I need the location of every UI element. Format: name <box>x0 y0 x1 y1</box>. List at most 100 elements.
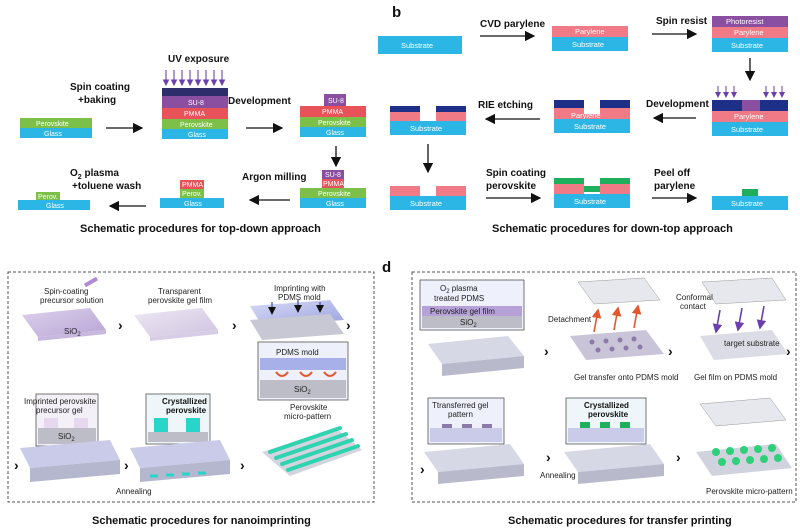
layer-label: Substrate <box>410 124 442 133</box>
layer-label: Glass <box>188 132 206 139</box>
micro-stripes <box>268 426 360 472</box>
step-label: Peel off <box>654 168 691 179</box>
label: SiO2 <box>460 318 477 329</box>
detach-arrows <box>591 304 642 333</box>
pdms-mold-top <box>577 277 661 305</box>
stack-a4: SU-8 PMMA Perovskite Glass <box>300 170 366 208</box>
step-label: Development <box>646 99 709 110</box>
label: Transparent <box>158 287 202 296</box>
step-label: Argon milling <box>242 172 306 183</box>
label: Ttransferred gel <box>432 401 489 410</box>
step-label: +toluene wash <box>72 181 141 192</box>
label: Gel film on PDMS mold <box>694 373 777 382</box>
caption: Schematic procedures for transfer printi… <box>508 515 732 527</box>
chevron-right-icon: › <box>124 457 129 473</box>
label: Conformal <box>676 293 713 302</box>
layer-label: PMMA <box>322 109 343 116</box>
layer-label: PMMA <box>323 181 344 188</box>
step-label: CVD parylene <box>480 19 545 30</box>
label: Detachment <box>548 315 592 324</box>
stack-a3: SU-8 PMMA Perovskite Glass <box>300 94 366 137</box>
chevron-right-icon: › <box>346 317 351 333</box>
layer-label: Glass <box>44 131 62 138</box>
chevron-right-icon: › <box>668 343 673 359</box>
cryst-dashes <box>150 471 206 478</box>
uv-arrows <box>715 86 785 98</box>
layer-label: SU-8 <box>188 100 204 107</box>
layer-label: Perovskite <box>318 191 351 198</box>
hex-pattern <box>712 444 782 466</box>
layer-label: Glass <box>184 201 202 208</box>
chevron-right-icon: › <box>676 449 681 465</box>
label: Gel transfer onto PDMS mold <box>574 373 678 382</box>
label: pattern <box>448 410 473 419</box>
layer-label: PMMA <box>182 182 203 189</box>
pdms-mold-top <box>699 397 787 427</box>
step-label: Spin coating <box>70 82 130 93</box>
chevron-right-icon: › <box>232 317 237 333</box>
layer-label: Perovskite <box>36 121 69 128</box>
panel-c: Spin-coating precursor solution SiO2 › T… <box>7 271 375 527</box>
label: precursor solution <box>40 296 104 305</box>
step-label: UV exposure <box>168 54 230 65</box>
stack-a2: UV exposure SU-8 PMMA Perovskite Glass <box>162 54 230 139</box>
layer-label: SU-8 <box>325 172 341 179</box>
stack-a5: PMMA Perov. Glass <box>160 180 224 208</box>
target-pad <box>700 330 788 360</box>
label: Spin-coating <box>44 287 88 296</box>
label: perovskite gel film <box>148 296 212 305</box>
step-label: Spin resist <box>656 16 708 27</box>
label: Annealing <box>116 487 152 496</box>
chevron-right-icon: › <box>420 461 425 477</box>
label: perovskite <box>166 406 207 415</box>
layer-label: Glass <box>326 130 344 137</box>
layer-label: Substrate <box>731 41 763 50</box>
layer-label: Glass <box>46 203 64 210</box>
stack-a6: Perov. Glass <box>18 192 90 210</box>
layer-label: Perov. <box>182 191 202 198</box>
layer-label: Substrate <box>410 199 442 208</box>
panel-b: b Substrate CVD parylene Parylene Substr… <box>378 4 788 235</box>
press-arrows <box>268 300 324 315</box>
step-label: Spin coating <box>486 168 546 179</box>
layer-label: Perovskite <box>318 120 351 127</box>
label: PDMS mold <box>278 293 321 302</box>
label: Perovskite <box>290 403 328 412</box>
spin-pad <box>22 308 106 337</box>
step-label: RIE etching <box>478 100 533 111</box>
label: Crystallized <box>162 397 207 406</box>
label: SiO2 <box>58 432 75 443</box>
chevron-right-icon: › <box>118 317 123 333</box>
uv-arrows <box>162 70 226 87</box>
chevron-right-icon: › <box>240 457 245 473</box>
chevron-right-icon: › <box>786 343 791 359</box>
layer-label: Parylene <box>734 112 764 121</box>
step-label: O2 plasma <box>70 168 119 181</box>
layer-label: Parylene <box>734 28 764 37</box>
caption: Schematic procedures for nanoimprinting <box>92 515 311 527</box>
layer-label: Perov. <box>38 194 58 201</box>
chevron-right-icon: › <box>546 449 551 465</box>
label: Perovskite micro-pattern <box>706 487 793 496</box>
hex-dots <box>589 336 643 353</box>
layer-label: SU-8 <box>328 98 344 105</box>
layer-label: Parylene <box>571 111 601 120</box>
label: Crystallized <box>584 401 629 410</box>
label: contact <box>680 302 707 311</box>
panel-d-frame <box>411 271 797 503</box>
contact-arrows <box>712 305 767 334</box>
step-label: parylene <box>654 181 696 192</box>
label: perovskite <box>588 410 629 419</box>
label: micro-pattern <box>284 412 331 421</box>
label: SiO2 <box>294 385 311 396</box>
label: Perovskite gel film <box>430 307 495 316</box>
stack-a1: Perovskite Glass <box>20 118 92 138</box>
layer-label: Perovskite <box>180 122 213 129</box>
gel-pad <box>134 308 218 337</box>
layer-label: Photoresist <box>726 17 764 26</box>
panel-letter: d <box>382 259 391 276</box>
gel-pad <box>570 330 664 360</box>
step-label: +baking <box>78 95 116 106</box>
layer-label: Glass <box>326 201 344 208</box>
